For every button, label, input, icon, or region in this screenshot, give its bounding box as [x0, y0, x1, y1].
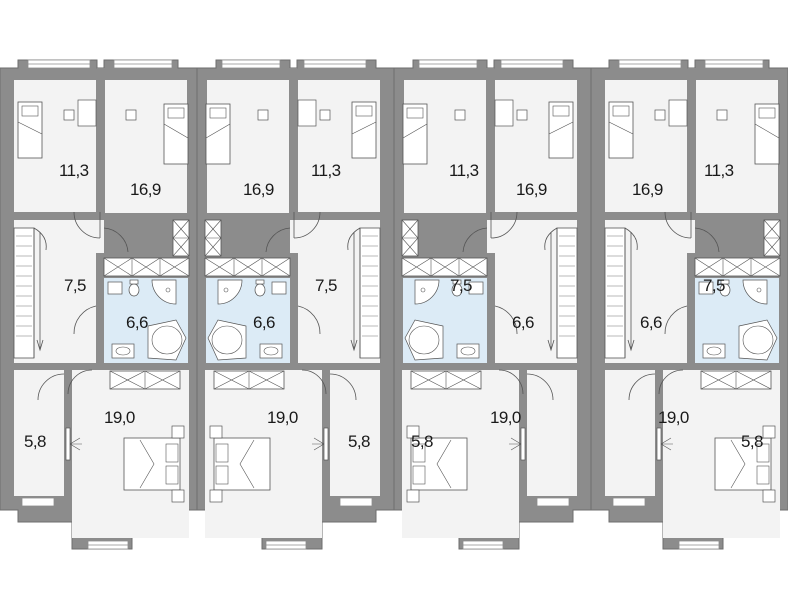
area-label-bathroom: 6,6	[126, 313, 148, 332]
area-label-bathroom: 6,6	[512, 313, 534, 332]
area-label-master-bedroom: 19,0	[658, 408, 689, 427]
area-label-bedroom-large: 16,9	[243, 180, 274, 199]
area-label-bedroom-small: 11,3	[311, 161, 341, 180]
area-label-master-bedroom: 19,0	[104, 408, 135, 427]
area-label-bedroom-large: 16,9	[516, 180, 547, 199]
area-label-closet: 5,8	[24, 432, 46, 451]
unit-3	[393, 59, 592, 550]
area-label-master-bedroom: 19,0	[490, 408, 521, 427]
area-label-closet: 5,8	[348, 432, 370, 451]
area-label-closet: 5,8	[411, 432, 433, 451]
area-label-bedroom-large: 16,9	[632, 180, 663, 199]
unit-4	[590, 59, 788, 550]
area-label-bedroom-small: 11,3	[449, 161, 479, 180]
area-label-closet: 5,8	[741, 432, 763, 451]
area-label-master-bedroom: 19,0	[267, 408, 298, 427]
room-labels: 11,3 16,9 7,5 6,6 19,0 5,8 11,3 16,9 7,5…	[24, 161, 764, 451]
area-label-hall: 7,5	[703, 276, 725, 295]
area-label-bathroom: 6,6	[640, 313, 662, 332]
area-label-hall: 7,5	[450, 276, 472, 295]
area-label-bedroom-small: 11,3	[59, 161, 89, 180]
area-label-bathroom: 6,6	[253, 313, 275, 332]
area-label-hall: 7,5	[315, 276, 337, 295]
area-label-hall: 7,5	[64, 276, 86, 295]
unit-2	[196, 59, 395, 550]
area-label-bedroom-large: 16,9	[130, 180, 161, 199]
unit-1	[0, 59, 198, 550]
area-label-bedroom-small: 11,3	[704, 161, 734, 180]
